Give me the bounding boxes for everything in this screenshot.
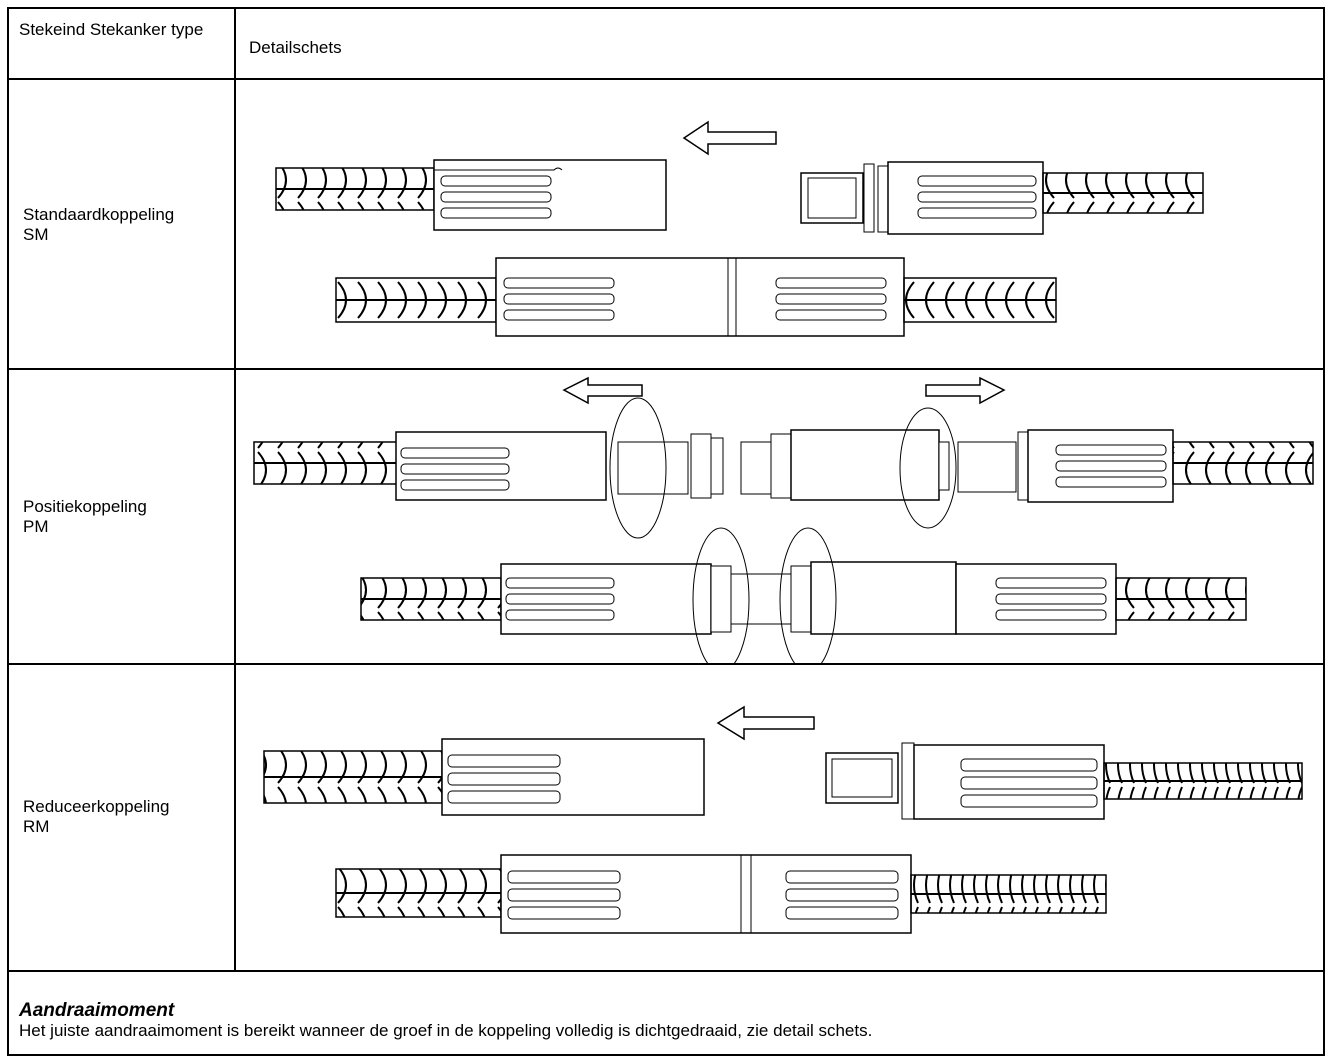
standard-coupler-sketch xyxy=(275,120,1204,337)
table-border-right xyxy=(1323,7,1325,1056)
position-coupler-sketch xyxy=(253,376,1314,663)
arrow-left-icon xyxy=(682,120,777,156)
row-divider xyxy=(7,78,1325,80)
column-divider xyxy=(234,7,236,972)
row-divider xyxy=(7,663,1325,665)
coupler-sleeve-left xyxy=(433,159,667,231)
table-border-left xyxy=(7,7,9,1056)
row-divider xyxy=(7,970,1325,972)
arrow-left-icon xyxy=(562,376,643,405)
top-components xyxy=(263,738,1303,820)
header-type: Stekeind Stekanker type xyxy=(19,20,204,39)
rebar-right-top xyxy=(1042,172,1204,214)
table-border-bottom xyxy=(7,1054,1325,1056)
reducing-coupler-sketch xyxy=(263,705,1303,934)
row-label-rm: Reduceerkoppeling RM xyxy=(23,797,170,836)
note-body: Het juiste aandraaimoment is bereikt wan… xyxy=(19,1021,873,1040)
table-border-top xyxy=(7,7,1325,9)
top-components xyxy=(253,397,1314,539)
arrow-right-icon xyxy=(925,376,1006,405)
threaded-end-right xyxy=(800,161,1044,235)
arrow-left-icon xyxy=(716,705,815,741)
row-divider xyxy=(7,368,1325,370)
note-title: Aandraaimoment xyxy=(19,1000,175,1021)
rebar-left-top xyxy=(275,167,435,211)
row-label-pm: Positiekoppeling PM xyxy=(23,497,147,536)
coupler-table-document: Stekeind Stekanker type Detailschets Sta… xyxy=(7,7,1325,1056)
assembled-coupler xyxy=(335,257,1057,337)
header-detail-sketch: Detailschets xyxy=(249,38,342,57)
bottom-assembly xyxy=(360,527,1247,663)
row-label-sm: Standaardkoppeling SM xyxy=(23,205,175,244)
assembled-coupler xyxy=(335,854,1107,934)
